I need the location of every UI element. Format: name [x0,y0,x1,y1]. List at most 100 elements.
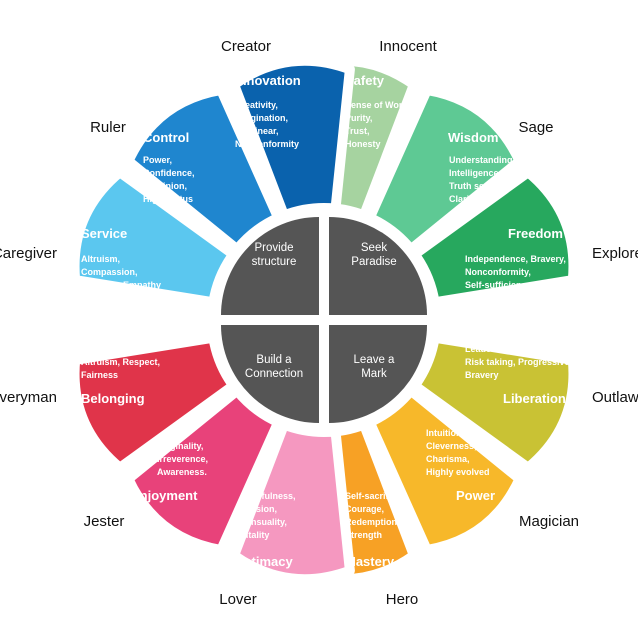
petal-trait: Sense of Wonder, [345,100,420,110]
petal-trait: Risk taking, Progressive, [465,357,572,367]
petal-title: Intimacy [240,554,294,569]
petal-title: Liberation [503,391,566,406]
archetype-label-jester: Jester [84,513,125,530]
archetype-label-magician: Magician [519,513,579,530]
petal-trait: Nonconformity [235,139,299,149]
petal-trait: Leadership, [465,344,516,354]
petal-trait: Courage, [345,504,384,514]
petal-trait: Cleverness, [426,441,477,451]
petal-trait: Stewardship, [81,344,137,354]
petal-belonging: Belonging Stewardship, Altruism, Respect, F… [69,332,239,473]
center-quadrant-top-right [329,217,427,315]
petal-trait: Awareness. [157,467,207,477]
petal-shape [409,332,579,473]
petal-trait: Sensuality, [240,517,287,527]
petal-trait: Charisma, [426,454,470,464]
center-label: Build a [256,354,292,366]
petal-trait: Fairness [81,370,118,380]
petal-trait: Irreverence, [157,454,208,464]
petal-trait: Understanding, [449,155,515,165]
petal-shape [364,385,525,555]
petal-trait: Intuition, [426,428,464,438]
center-label: Provide [255,242,294,254]
archetype-label-hero: Hero [386,591,419,608]
petal-trait: Power, [143,155,172,165]
center-label: Connection [245,368,303,380]
petal-title: Service [81,226,127,241]
petal-title: Enjoyment [131,488,198,503]
petal-shape [69,167,239,308]
petal-trait: Clarity [449,194,477,204]
petal-trait: Self-sacrifice, [345,491,404,501]
petal-trait: Imagination, [235,113,288,123]
petal-title: Safety [345,73,385,88]
petal-trait: Vitality [240,530,269,540]
petal-trait: Originality, [157,441,203,451]
petal-shape [229,55,355,221]
petal-title: Wisdom [448,130,498,145]
center-label: Seek [361,242,387,254]
petal-trait: Redemption, [345,517,400,527]
petal-trait: Independence, Bravery, [465,254,566,264]
archetype-label-everyman: Everyman [0,389,57,406]
petal-shape [123,385,284,555]
petal-trait: High Status [143,194,193,204]
petal-title: Control [143,130,189,145]
center-quadrant-bottom-left [221,325,319,423]
archetype-label-sage: Sage [518,119,553,136]
petal-trait: Compassion, [81,267,138,277]
petal-liberation: Liberation Leadership, Risk taking, Progre… [409,332,579,473]
petal-trait: Trust, [345,126,370,136]
center-label: Paradise [351,256,396,268]
petal-title: Innovation [235,73,301,88]
archetype-label-explorer: Explorer [592,245,638,262]
center-label: structure [252,256,297,268]
archetype-label-creator: Creator [221,38,271,55]
archetype-label-outlaw: Outlaw [592,389,638,406]
center-label: Leave a [354,354,396,366]
petal-trait: Self-sufficiency [465,280,532,290]
petal-trait: Purity, [345,113,372,123]
petal-trait: Nonlinear, [235,126,279,136]
petal-enjoyment: EnjoymentHumor,Originality,Irreverence,A… [123,385,284,555]
petal-trait: Confidence, [143,168,195,178]
center-quadrant-bottom-right [329,325,427,423]
petal-trait: Strength [345,530,382,540]
petal-title: Mastery [345,554,395,569]
petal-trait: Dominion, [143,181,187,191]
petal-shape [229,419,355,585]
petal-trait: Truth seeking, [449,181,510,191]
archetype-labels: InnocentSageExplorerOutlawMagicianHero Lo… [0,38,638,608]
petal-power: PowerIntuition,Cleverness,Charisma,Highl… [364,385,525,555]
petal-shape [123,85,284,255]
petal-trait: Altruism, Respect, [81,357,160,367]
petal-trait: Faithfulness, [240,491,296,501]
petal-shape [409,167,579,308]
petal-shape [69,332,239,473]
petal-shape [364,85,525,255]
petal-trait: Patience, Empathy [81,280,161,290]
petal-intimacy: Intimacy Faithfulness, Passion, Sensuality,… [229,419,355,585]
archetype-label-innocent: Innocent [379,38,437,55]
petal-trait: Bravery [465,370,499,380]
archetype-label-lover: Lover [219,591,257,608]
center-quadrant-top-left [221,217,319,315]
petal-trait: Passion, [240,504,277,514]
center-label: Mark [361,368,387,380]
petal-trait: Creativity, [235,100,278,110]
petal-title: Freedom [508,226,563,241]
petal-trait: Highly evolved [426,467,490,477]
petal-trait: Altruism, [81,254,120,264]
archetype-label-ruler: Ruler [90,119,126,136]
archetype-label-caregiver: Caregiver [0,245,57,262]
petal-title: Belonging [81,391,145,406]
petal-trait: Intelligence, [449,168,501,178]
petal-trait: Honesty [345,139,381,149]
